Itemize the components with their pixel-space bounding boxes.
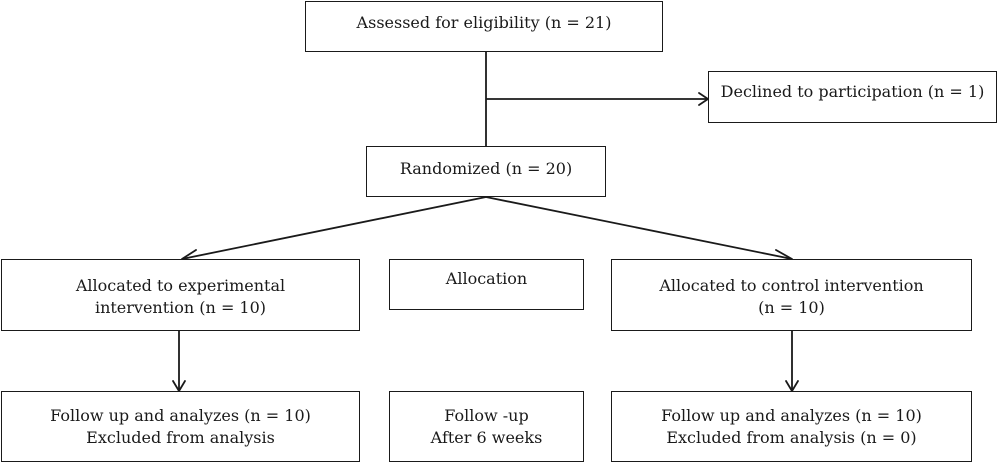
allocated-control-line-2: (n = 10) [758, 298, 825, 317]
connector-randomized-to-experimental [181, 196, 487, 260]
followup-control-line-1: Follow up and analyzes (n = 10) [661, 406, 922, 425]
followup-label-line-2: After 6 weeks [430, 428, 543, 447]
followup-experimental-line-1: Follow up and analyzes (n = 10) [50, 406, 311, 425]
allocated-control-line-1: Allocated to control intervention [659, 276, 924, 295]
declined-text: Declined to participation (n = 1) [720, 82, 985, 101]
followup-label-line-1: Follow -up [444, 406, 529, 425]
allocation-text: Allocation [445, 269, 528, 288]
allocated-control-box: Allocated to control intervention (n = 1… [611, 259, 972, 331]
followup-control-line-2: Excluded from analysis (n = 0) [666, 428, 917, 447]
followup-experimental-box: Follow up and analyzes (n = 10) Excluded… [1, 391, 360, 462]
followup-label-box: Follow -up After 6 weeks [389, 391, 584, 462]
allocated-experimental-box: Allocated to experimental intervention (… [1, 259, 360, 331]
declined-box: Declined to participation (n = 1) [708, 71, 997, 123]
randomized-text: Randomized (n = 20) [399, 159, 573, 178]
followup-experimental-line-2: Excluded from analysis [86, 428, 275, 447]
assessed-box: Assessed for eligibility (n = 21) [305, 1, 663, 52]
followup-control-box: Follow up and analyzes (n = 10) Excluded… [611, 391, 972, 462]
assessed-text: Assessed for eligibility (n = 21) [356, 13, 612, 32]
randomized-box: Randomized (n = 20) [366, 146, 606, 197]
allocated-experimental-line-1: Allocated to experimental [75, 276, 286, 295]
connector-randomized-to-control [485, 196, 793, 260]
allocation-box: Allocation [389, 259, 584, 310]
allocated-experimental-line-2: intervention (n = 10) [94, 298, 267, 317]
